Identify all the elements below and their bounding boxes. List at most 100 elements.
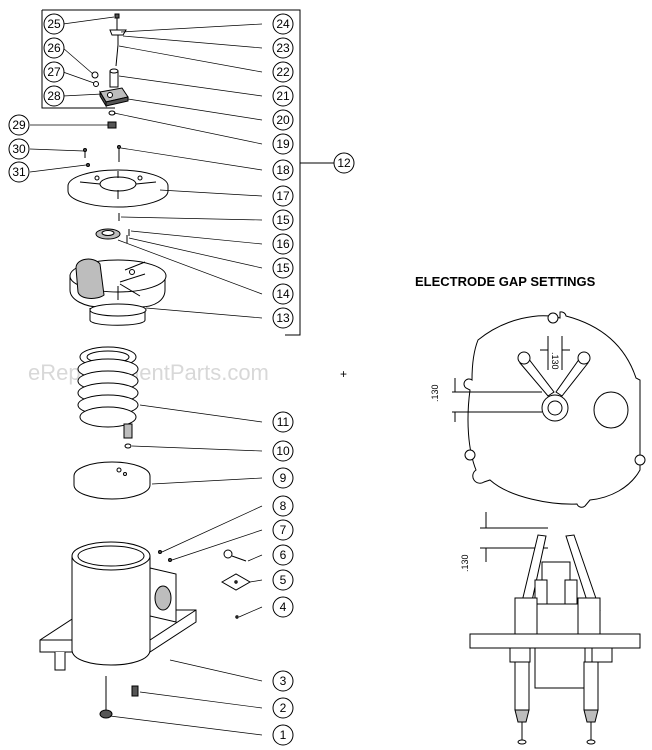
svg-text:15: 15 bbox=[276, 261, 290, 275]
svg-text:13: 13 bbox=[276, 311, 290, 325]
svg-text:11: 11 bbox=[277, 415, 290, 429]
svg-text:20: 20 bbox=[276, 113, 290, 127]
gap-label-top: .130 bbox=[550, 352, 560, 370]
part-nut-29 bbox=[107, 121, 117, 129]
callout-9: 9 bbox=[272, 467, 294, 489]
assembly-enclosure bbox=[42, 9, 301, 336]
callout-30: 30 bbox=[8, 138, 30, 160]
svg-text:26: 26 bbox=[47, 41, 61, 55]
svg-text:3: 3 bbox=[280, 674, 287, 688]
callout-22: 22 bbox=[272, 61, 294, 83]
electrode-section-title: ELECTRODE GAP SETTINGS bbox=[415, 274, 596, 289]
part-pin-7 bbox=[168, 558, 172, 562]
sub-assembly-box bbox=[41, 10, 115, 109]
callout-31: 31 bbox=[8, 161, 30, 183]
svg-text:28: 28 bbox=[47, 89, 61, 103]
callout-18: 18 bbox=[272, 159, 294, 181]
callout-16: 16 bbox=[272, 233, 294, 255]
part-cup-14 bbox=[95, 228, 121, 240]
part-ring-26 bbox=[91, 71, 99, 79]
callout-21: 21 bbox=[272, 85, 294, 107]
part-burner-head-13 bbox=[69, 258, 167, 326]
svg-text:15: 15 bbox=[276, 213, 290, 227]
svg-text:10: 10 bbox=[276, 444, 290, 458]
part-chamber-8 bbox=[71, 541, 177, 666]
callout-24: 24 bbox=[272, 13, 294, 35]
callout-4: 4 bbox=[272, 596, 294, 618]
watermark-mark: + bbox=[340, 367, 347, 381]
svg-text:5: 5 bbox=[280, 573, 287, 587]
svg-text:18: 18 bbox=[276, 163, 290, 177]
part-pin-8 bbox=[158, 550, 162, 554]
svg-text:24: 24 bbox=[276, 17, 290, 31]
part-fastener-2 bbox=[131, 685, 139, 697]
callout-17: 17 bbox=[272, 185, 294, 207]
part-disc-9 bbox=[73, 461, 151, 500]
callout-8: 8 bbox=[272, 495, 294, 517]
svg-text:19: 19 bbox=[276, 137, 290, 151]
part-screw-25 bbox=[114, 13, 120, 30]
part-block-20 bbox=[99, 87, 129, 108]
callout-28: 28 bbox=[43, 85, 65, 107]
svg-text:30: 30 bbox=[12, 142, 26, 156]
part-rod-22 bbox=[115, 44, 119, 67]
svg-text:7: 7 bbox=[280, 523, 287, 537]
callout-19: 19 bbox=[272, 133, 294, 155]
part-nut-1 bbox=[99, 676, 113, 719]
callout-27: 27 bbox=[43, 61, 65, 83]
callout-20: 20 bbox=[272, 109, 294, 131]
svg-text:8: 8 bbox=[280, 499, 287, 513]
part-screw-18-head bbox=[117, 145, 121, 149]
leader-lines bbox=[29, 16, 263, 736]
callout-13: 13 bbox=[272, 307, 294, 329]
callout-12: 12 bbox=[333, 152, 355, 174]
part-ring-27 bbox=[93, 81, 99, 87]
watermark: eReplacementParts.com bbox=[28, 360, 269, 385]
callout-14: 14 bbox=[272, 283, 294, 305]
part-coil-11 bbox=[77, 346, 139, 439]
callout-23: 23 bbox=[272, 37, 294, 59]
callout-10: 10 bbox=[272, 440, 294, 462]
callout-26: 26 bbox=[43, 37, 65, 59]
svg-text:6: 6 bbox=[280, 548, 287, 562]
part-oring-10 bbox=[124, 443, 132, 449]
callout-3: 3 bbox=[272, 670, 294, 692]
svg-text:2: 2 bbox=[280, 701, 287, 715]
svg-text:29: 29 bbox=[12, 118, 26, 132]
svg-text:12: 12 bbox=[337, 156, 351, 170]
svg-text:27: 27 bbox=[47, 65, 61, 79]
svg-text:4: 4 bbox=[280, 600, 287, 614]
part-electrode-21 bbox=[109, 68, 119, 88]
callout-6: 6 bbox=[272, 544, 294, 566]
gap-label-side: .130 bbox=[430, 384, 440, 402]
part-key-6 bbox=[223, 549, 247, 562]
callout-2: 2 bbox=[272, 697, 294, 719]
svg-text:21: 21 bbox=[276, 89, 290, 103]
svg-text:9: 9 bbox=[280, 471, 287, 485]
part-pin-31 bbox=[86, 163, 90, 167]
electrode-top-view bbox=[452, 311, 646, 508]
electrode-side-view bbox=[469, 512, 641, 745]
part-plate-17 bbox=[67, 169, 169, 208]
callout-15-b: 15 bbox=[272, 257, 294, 279]
part-screw-4 bbox=[235, 615, 239, 619]
callout-7: 7 bbox=[272, 519, 294, 541]
part-plate-5 bbox=[220, 573, 252, 591]
svg-text:25: 25 bbox=[47, 17, 61, 31]
svg-text:23: 23 bbox=[276, 41, 290, 55]
svg-text:16: 16 bbox=[276, 237, 290, 251]
callout-25: 25 bbox=[43, 13, 65, 35]
part-clip-24 bbox=[109, 29, 127, 45]
callout-5: 5 bbox=[272, 569, 294, 591]
svg-text:31: 31 bbox=[12, 165, 26, 179]
part-pin-30 bbox=[83, 148, 87, 158]
svg-text:17: 17 bbox=[276, 189, 290, 203]
svg-text:22: 22 bbox=[276, 65, 290, 79]
callout-11: 11 bbox=[272, 411, 294, 433]
callout-29: 29 bbox=[8, 114, 30, 136]
callout-15-a: 15 bbox=[272, 209, 294, 231]
svg-text:1: 1 bbox=[280, 728, 287, 742]
gap-label-lower: .130 bbox=[460, 554, 470, 572]
svg-text:14: 14 bbox=[276, 287, 290, 301]
